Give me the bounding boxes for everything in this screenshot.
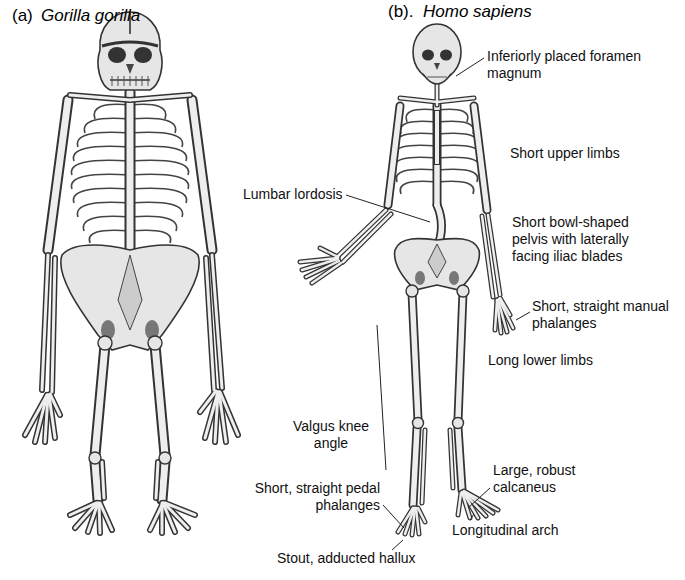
panel-letter: (a) (12, 6, 33, 26)
human-skeleton (300, 24, 513, 535)
anatomy-label: Long lower limbs (488, 352, 593, 369)
gorilla-skeleton (25, 12, 238, 533)
anatomy-label: Short, straight manual phalanges (532, 298, 678, 332)
anatomy-label: Short, straight pedal phalanges (220, 480, 380, 514)
anatomy-label: Short bowl-shaped pelvis with laterally … (512, 214, 662, 265)
anatomy-label: Inferiorly placed foramen magnum (487, 48, 662, 82)
anatomy-label: Lumbar lordosis (243, 186, 343, 203)
species-name: Gorilla gorilla (41, 6, 140, 26)
anatomy-label: Large, robust calcaneus (493, 462, 593, 496)
anatomy-label: Short upper limbs (510, 145, 620, 162)
anatomy-label: Stout, adducted hallux (277, 550, 416, 567)
anatomy-label: Valgus knee angle (290, 418, 372, 452)
anatomy-label: Longitudinal arch (452, 522, 559, 539)
species-name: Homo sapiens (423, 2, 532, 22)
panel-letter: (b). (388, 2, 414, 22)
